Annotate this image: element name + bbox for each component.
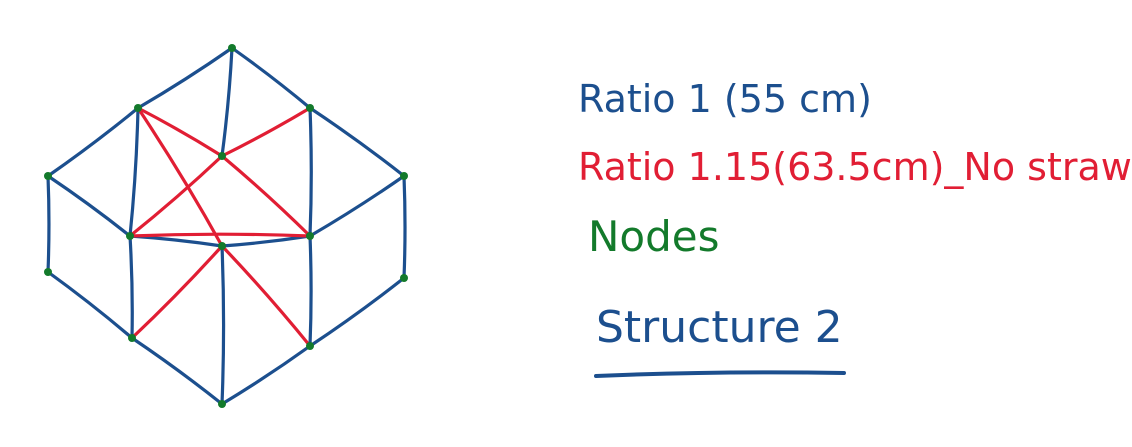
- long-member: [136, 106, 224, 248]
- node: [126, 232, 134, 240]
- node: [218, 242, 226, 250]
- standard-member: [136, 46, 234, 110]
- legend-long-member: Ratio 1.15(63.5cm)_No straw: [578, 145, 1132, 189]
- standard-member: [46, 106, 140, 178]
- node: [44, 268, 52, 276]
- structure-diagram: [44, 44, 408, 408]
- standard-member: [220, 244, 226, 406]
- node: [218, 152, 226, 160]
- standard-member: [308, 174, 406, 238]
- title-underline: [594, 370, 846, 378]
- long-member: [128, 232, 312, 238]
- legend-nodes: Nodes: [588, 212, 720, 261]
- standard-members: [46, 46, 407, 406]
- node: [134, 104, 142, 112]
- node: [44, 172, 52, 180]
- node: [218, 400, 226, 408]
- standard-member: [308, 276, 406, 348]
- standard-member: [220, 46, 234, 158]
- long-member: [128, 154, 224, 238]
- long-member: [136, 106, 224, 158]
- standard-member: [130, 336, 224, 406]
- whiteboard-canvas: [44, 44, 408, 408]
- standard-member: [230, 46, 312, 110]
- standard-member: [128, 234, 224, 248]
- node: [128, 334, 136, 342]
- diagram-title: Structure 2: [596, 302, 843, 353]
- standard-member: [402, 174, 407, 280]
- standard-member: [308, 234, 313, 348]
- long-member: [220, 244, 312, 348]
- node: [400, 274, 408, 282]
- nodes-layer: [44, 44, 408, 408]
- long-members: [128, 106, 312, 348]
- standard-member: [46, 270, 134, 340]
- standard-member: [128, 106, 140, 238]
- standard-member: [308, 106, 406, 178]
- standard-member: [220, 344, 312, 406]
- legend-standard-member: Ratio 1 (55 cm): [578, 77, 872, 121]
- long-member: [220, 106, 312, 158]
- standard-member: [46, 174, 132, 238]
- standard-member: [220, 234, 312, 248]
- node: [306, 104, 314, 112]
- standard-member: [46, 174, 51, 274]
- standard-member: [308, 106, 313, 238]
- long-member: [130, 244, 224, 340]
- node: [306, 232, 314, 240]
- node: [306, 342, 314, 350]
- standard-member: [128, 234, 134, 340]
- long-member: [220, 154, 312, 238]
- node: [228, 44, 236, 52]
- node: [400, 172, 408, 180]
